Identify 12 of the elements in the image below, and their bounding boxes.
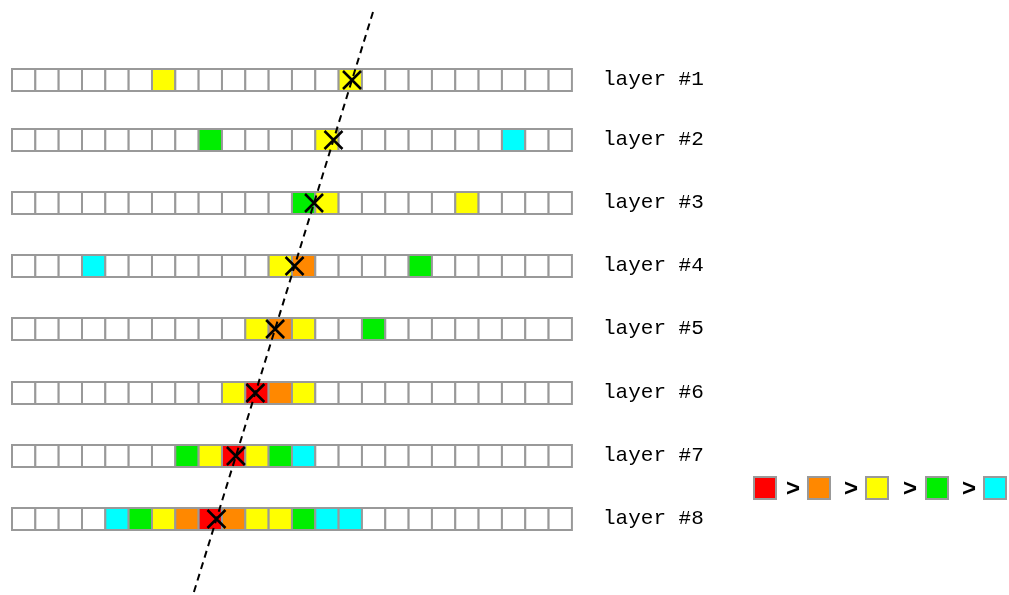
comparison-sign: >	[844, 475, 858, 501]
layer-label: layer #3	[603, 191, 704, 215]
comparison-sign: >	[786, 475, 800, 501]
layer-label: layer #4	[603, 254, 704, 278]
layer-label: layer #6	[603, 381, 704, 405]
layer-label: layer #7	[603, 444, 704, 468]
layer-label: layer #1	[603, 68, 704, 92]
layer-label: layer #5	[603, 317, 704, 341]
layer-label: layer #2	[603, 128, 704, 152]
comparison-sign: >	[962, 475, 976, 501]
layer-label: layer #8	[603, 507, 704, 531]
comparison-sign: >	[903, 475, 917, 501]
